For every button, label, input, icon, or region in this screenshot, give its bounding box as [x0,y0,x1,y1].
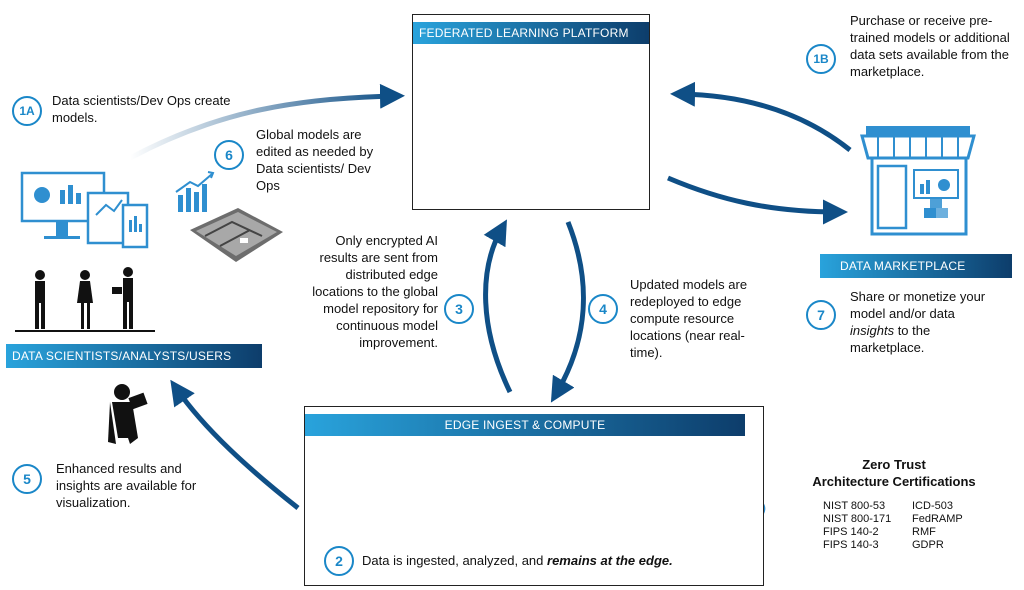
step-7-text-plain1: Share or monetize your model and/or data [850,289,986,321]
cert-item: RMF [912,526,936,538]
map-image [190,208,283,262]
person-reading-silhouette [108,384,148,444]
cert-item: FedRAMP [912,513,963,525]
step-1b-text: Purchase or receive pre-trained models o… [850,13,1010,79]
users-title: DATA SCIENTISTS/ANALYSTS/USERS [6,344,262,368]
step-4-text: Updated models are redeployed to edge co… [630,277,748,360]
step-1a-text: Data scientists/Dev Ops create models. [52,93,231,125]
zero-trust-title-line2: Architecture Certifications [812,474,976,489]
store-icon [860,126,976,236]
edge-box [304,406,764,586]
step-5-badge: 5 [12,464,42,494]
step-7-text: Share or monetize your model and/or data… [850,288,1000,356]
edge-title: EDGE INGEST & COMPUTE [305,414,745,436]
cert-item: FIPS 140-3 [823,539,879,551]
step-2-text-plain: Data is ingested, analyzed, and [362,553,548,568]
zero-trust-title: Zero Trust Architecture Certifications [790,456,998,490]
cert-item: ICD-503 [912,500,953,512]
people-silhouettes [35,267,133,329]
phone-icon [121,203,149,249]
marketplace-title: DATA MARKETPLACE [820,254,1012,278]
cert-item: FIPS 140-2 [823,526,879,538]
cert-item: NIST 800-171 [823,513,892,525]
step-2-text: Data is ingested, analyzed, and remains … [362,552,752,569]
cert-item: GDPR [912,539,944,551]
zero-trust-right-list: ICD-503 FedRAMP RMF GDPR [912,500,963,552]
arrow-7 [667,175,848,225]
step-6-badge: 6 [214,140,244,170]
step-5-text: Enhanced results and insights are availa… [56,461,197,510]
arrow-5 [170,379,300,510]
cert-item: NIST 800-53 [823,500,886,512]
ground-line [15,330,155,332]
bar-chart-icon [175,171,215,212]
zero-trust-title-line1: Zero Trust [862,457,926,472]
step-7-text-emphasis: insights [850,323,895,338]
arrow-4 [550,221,586,403]
platform-box [412,14,650,210]
step-1b-badge: 1B [806,44,836,74]
tablet-icon [86,191,130,245]
zero-trust-left-list: NIST 800-53 NIST 800-171 FIPS 140-2 FIPS… [823,500,891,552]
arrow-3 [483,219,513,394]
step-6-text: Global models are edited as needed by Da… [256,127,374,193]
step-1a-badge: 1A [12,96,42,126]
ai-label: AI [453,132,465,146]
platform-title: FEDERATED LEARNING PLATFORM [413,22,649,44]
step-2-text-emphasis: remains at the edge. [547,553,673,568]
step-2-badge: 2 [324,546,354,576]
step-7-badge: 7 [806,300,836,330]
step-4-badge: 4 [588,294,618,324]
step-3-text: Only encrypted AI results are sent from … [312,233,438,350]
step-3-badge: 3 [444,294,474,324]
step-7-text-plain2: to the marketplace. [850,323,931,355]
arrow-1a [128,83,405,161]
arrow-1b [670,81,852,152]
